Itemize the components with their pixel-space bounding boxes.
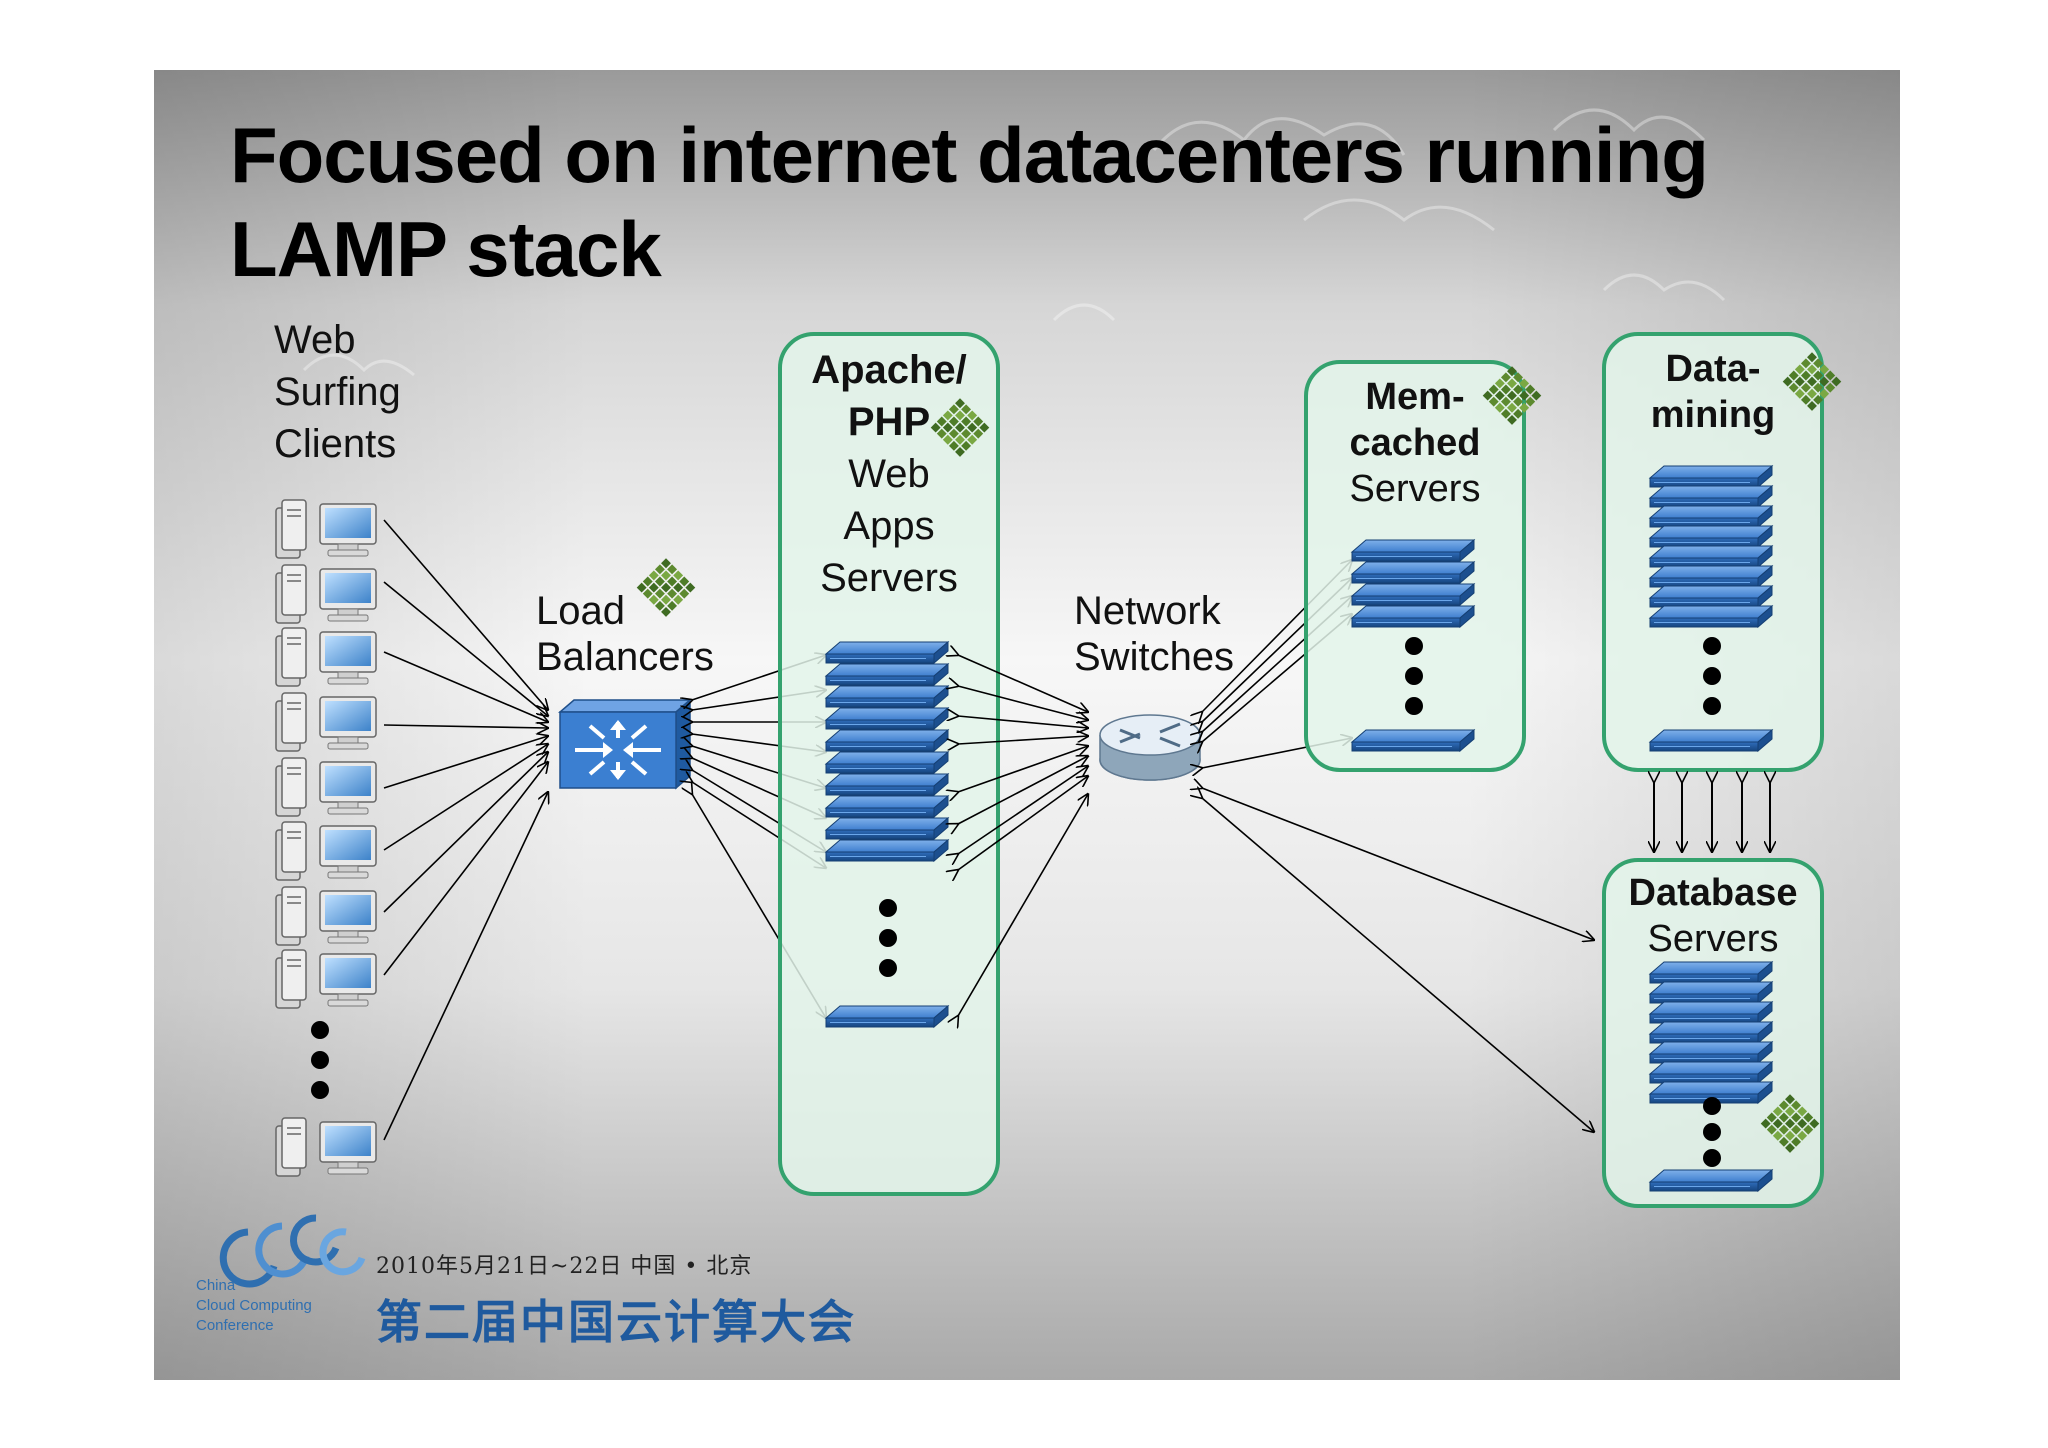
rack-server-icon bbox=[1351, 561, 1475, 584]
switch-to-database-arrows bbox=[1202, 788, 1594, 1132]
logo-caption: China Cloud Computing Conference bbox=[196, 1277, 312, 1334]
slide-title: Focused on internet datacenters running … bbox=[230, 108, 1790, 296]
rack-server-icon bbox=[1649, 1169, 1773, 1192]
rack-server-icon bbox=[825, 839, 949, 862]
rack-server-icon bbox=[1649, 605, 1773, 628]
desktop-computer-icon bbox=[275, 692, 377, 752]
rack-server-icon bbox=[1649, 1061, 1773, 1084]
datamining-label: Data- mining bbox=[1650, 348, 1776, 436]
client-to-balancer-arrows bbox=[383, 519, 548, 1141]
rack-server-icon bbox=[1351, 729, 1475, 752]
rack-server-icon bbox=[1649, 505, 1773, 528]
rack-server-icon bbox=[825, 685, 949, 708]
conference-name: 第二届中国云计算大会 bbox=[376, 1295, 856, 1349]
load-balancer-switch-icon bbox=[557, 698, 693, 790]
title-line-1: Focused on internet datacenters running bbox=[230, 111, 1709, 199]
clients-label: Web Surfing Clients bbox=[274, 318, 401, 466]
client-computers bbox=[275, 499, 377, 1177]
rack-server-icon bbox=[1649, 1021, 1773, 1044]
web-apps-label: Apache/ PHP Web Apps Servers bbox=[811, 348, 967, 600]
rack-server-icon bbox=[825, 795, 949, 818]
desktop-computer-icon bbox=[275, 821, 377, 881]
rack-server-icon bbox=[1649, 485, 1773, 508]
rack-server-icon bbox=[1649, 585, 1773, 608]
php-diamond-icon bbox=[930, 398, 990, 457]
desktop-computer-icon bbox=[275, 757, 377, 817]
rack-server-icon bbox=[1649, 465, 1773, 488]
desktop-computer-icon bbox=[275, 886, 377, 946]
rack-server-icon bbox=[1649, 1001, 1773, 1024]
cccc-logo bbox=[219, 1214, 366, 1288]
title-line-2: LAMP stack bbox=[230, 205, 662, 293]
ellipsis-dots-icon bbox=[1703, 637, 1721, 715]
desktop-computer-icon bbox=[275, 627, 377, 687]
rack-server-icon bbox=[825, 773, 949, 796]
ellipsis-dots-icon bbox=[1703, 1097, 1721, 1167]
database-label: Database Servers bbox=[1628, 872, 1798, 960]
network-switches-label: Network Switches bbox=[1074, 589, 1235, 679]
rack-server-icon bbox=[1649, 961, 1773, 984]
ellipsis-dots-icon bbox=[879, 899, 897, 977]
rack-server-icon bbox=[825, 751, 949, 774]
datamining-database-arrows bbox=[1654, 782, 1770, 852]
desktop-computer-icon bbox=[275, 564, 377, 624]
rack-server-icon bbox=[1351, 605, 1475, 628]
rack-server-icon bbox=[825, 641, 949, 664]
conference-date: 2010年5月21日~22日 中国 • 北京 bbox=[376, 1254, 753, 1279]
rack-server-icon bbox=[1649, 981, 1773, 1004]
desktop-computer-icon bbox=[275, 1117, 377, 1177]
ellipsis-dots-icon bbox=[1405, 637, 1423, 715]
ellipsis-dots-icon bbox=[311, 1021, 329, 1099]
rack-server-icon bbox=[1649, 1041, 1773, 1064]
rack-server-icon bbox=[1649, 545, 1773, 568]
rack-server-icon bbox=[1351, 583, 1475, 606]
rack-server-icon bbox=[825, 817, 949, 840]
rack-server-icon bbox=[825, 729, 949, 752]
desktop-computer-icon bbox=[275, 499, 377, 559]
rack-server-icon bbox=[1649, 565, 1773, 588]
rack-server-icon bbox=[825, 663, 949, 686]
rack-server-icon bbox=[825, 707, 949, 730]
desktop-computer-icon bbox=[275, 949, 377, 1009]
web-to-switch-arrows bbox=[958, 655, 1088, 1016]
cloud-pattern bbox=[302, 108, 1726, 377]
memcached-label: Mem- cached Servers bbox=[1349, 376, 1481, 510]
rack-server-icon bbox=[825, 1005, 949, 1028]
router-icon bbox=[1099, 714, 1201, 781]
rack-server-icon bbox=[1649, 729, 1773, 752]
load-balancers-label: Load Balancers bbox=[536, 589, 714, 679]
rack-server-icon bbox=[1649, 525, 1773, 548]
rack-server-icon bbox=[1351, 539, 1475, 562]
